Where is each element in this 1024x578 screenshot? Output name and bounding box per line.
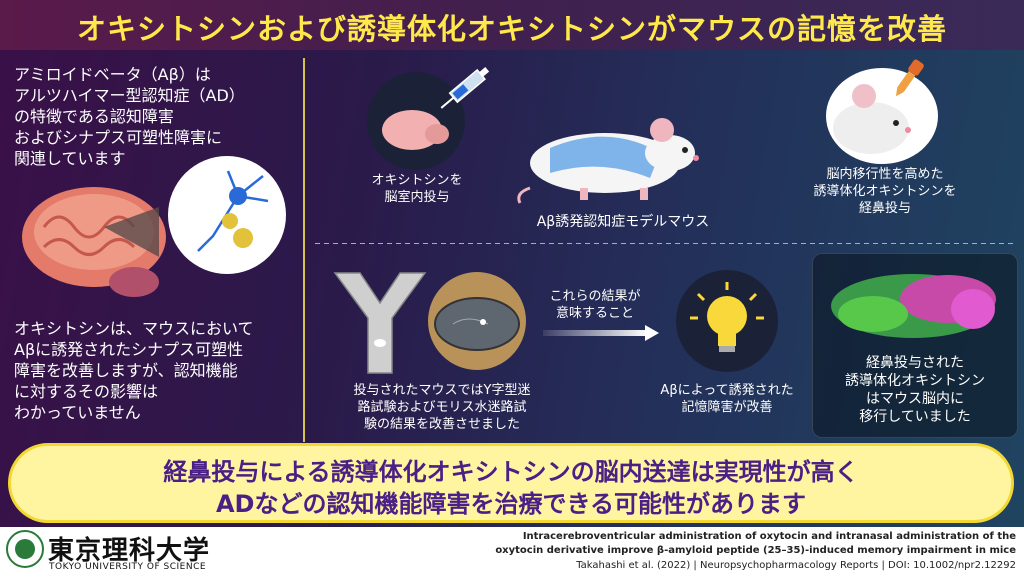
conclusion-line-2: ADなどの認知機能障害を治療できる可能性があります (215, 490, 806, 518)
arrow-caption: これらの結果が 意味すること (530, 288, 660, 322)
university-logo-icon (6, 530, 44, 568)
neuron-icon (197, 170, 269, 252)
model-mouse-caption: Aβ誘発認知症モデルマウス (536, 214, 710, 230)
lightbulb-icon (690, 282, 764, 352)
caption-line: 記憶障害が改善 (681, 400, 773, 415)
citation-reference: Takahashi et al. (2022) | Neuropsychopha… (576, 560, 1016, 571)
arrow-right-icon (645, 325, 659, 341)
maze-caption: 投与されたマウスではY字型迷 路試験およびモリス水迷路試 験の結果を改善させまし… (324, 382, 560, 433)
bulb-circle (676, 270, 778, 372)
caption-line: 脳内移行性を高めた (826, 167, 944, 182)
caption-line: 験の結果を改善させました (363, 417, 520, 432)
intro-line: およびシナプス可塑性障害に (14, 128, 223, 147)
y-maze-icon (333, 272, 427, 374)
mouse-icon (517, 118, 699, 204)
intro-line: アミロイドベータ（Aβ）は (14, 65, 211, 84)
caption-line: 投与されたマウスではY字型迷 (353, 383, 531, 398)
caption-line: 移行していました (859, 409, 971, 425)
dropper-icon (895, 59, 924, 97)
caption-line: オキシトシンを (371, 173, 463, 188)
mouse-head-icon (833, 84, 911, 154)
body-line: 障害を改善しますが、認知機能 (14, 361, 238, 380)
brain-imaging-panel: 経鼻投与された 誘導体化オキシトシン はマウス脳内に 移行していました (812, 253, 1018, 438)
caption-line: 脳室内投与 (384, 190, 450, 205)
intro-line: 関連しています (14, 149, 126, 168)
university-name-en: TOKYO UNIVERSITY OF SCIENCE (49, 562, 207, 572)
caption-line: 意味すること (555, 306, 634, 321)
body-text: オキシトシンは、マウスにおいて Aβに誘発されたシナプス可塑性 障害を改善します… (14, 318, 254, 423)
nasal-caption: 脳内移行性を高めた 誘導体化オキシトシンを 経鼻投与 (800, 166, 970, 217)
bulb-caption: Aβによって誘発された 記憶障害が改善 (646, 382, 808, 416)
caption-line: 経鼻投与 (858, 201, 911, 216)
caption-line: 経鼻投与された (866, 355, 964, 371)
caption-line: Aβによって誘発された (660, 383, 794, 398)
brain-illustration (22, 187, 166, 297)
intro-text: アミロイドベータ（Aβ）は アルツハイマー型認知症（AD） の特徴である認知障害… (14, 64, 245, 169)
page-title: オキシトシンおよび誘導体化オキシトシンがマウスの記憶を改善 (76, 12, 947, 46)
arrow-shaft (543, 330, 647, 336)
caption-line: 誘導体化オキシトシン (845, 373, 985, 389)
mouse-brain-icon (382, 110, 449, 150)
intro-line: アルツハイマー型認知症（AD） (14, 86, 245, 105)
icv-caption: オキシトシンを 脳室内投与 (352, 172, 482, 206)
university-name-jp: 東京理科大学 (48, 536, 211, 566)
caption-line: 誘導体化オキシトシンを (813, 184, 957, 199)
icv-circle (367, 72, 465, 170)
body-line: に対するその影響は (14, 382, 159, 401)
horizontal-divider (315, 243, 1014, 244)
citation-title-1: Intracerebroventricular administration o… (522, 531, 1016, 542)
citation-title-2: oxytocin derivative improve β-amyloid pe… (495, 545, 1016, 556)
nasal-circle (826, 68, 938, 164)
water-maze-circle (428, 272, 526, 370)
body-line: オキシトシンは、マウスにおいて (14, 319, 254, 338)
water-maze-icon (434, 297, 520, 351)
footer (0, 527, 1024, 578)
conclusion-banner: 経鼻投与による誘導体化オキシトシンの脳内送達は実現性が高く ADなどの認知機能障… (8, 443, 1014, 523)
caption-line: 路試験およびモリス水迷路試 (357, 400, 527, 415)
neuron-zoom-circle (168, 156, 286, 274)
syringe-icon (440, 67, 490, 109)
caption-line: これらの結果が (549, 289, 641, 304)
fluorescent-brain-icon (831, 274, 996, 338)
brain-caption: 経鼻投与された 誘導体化オキシトシン はマウス脳内に 移行していました (813, 354, 1017, 426)
intro-line: の特徴である認知障害 (14, 107, 174, 126)
caption-line: はマウス脳内に (866, 391, 964, 407)
conclusion-line-1: 経鼻投与による誘導体化オキシトシンの脳内送達は実現性が高く (163, 458, 859, 486)
vertical-divider (303, 58, 305, 442)
body-line: Aβに誘発されたシナプス可塑性 (14, 340, 244, 359)
body-line: わかっていません (14, 403, 141, 422)
infographic-canvas: オキシトシンおよび誘導体化オキシトシンがマウスの記憶を改善 アミロイドベータ（A… (0, 0, 1024, 527)
title-bar: オキシトシンおよび誘導体化オキシトシンがマウスの記憶を改善 (0, 0, 1024, 50)
